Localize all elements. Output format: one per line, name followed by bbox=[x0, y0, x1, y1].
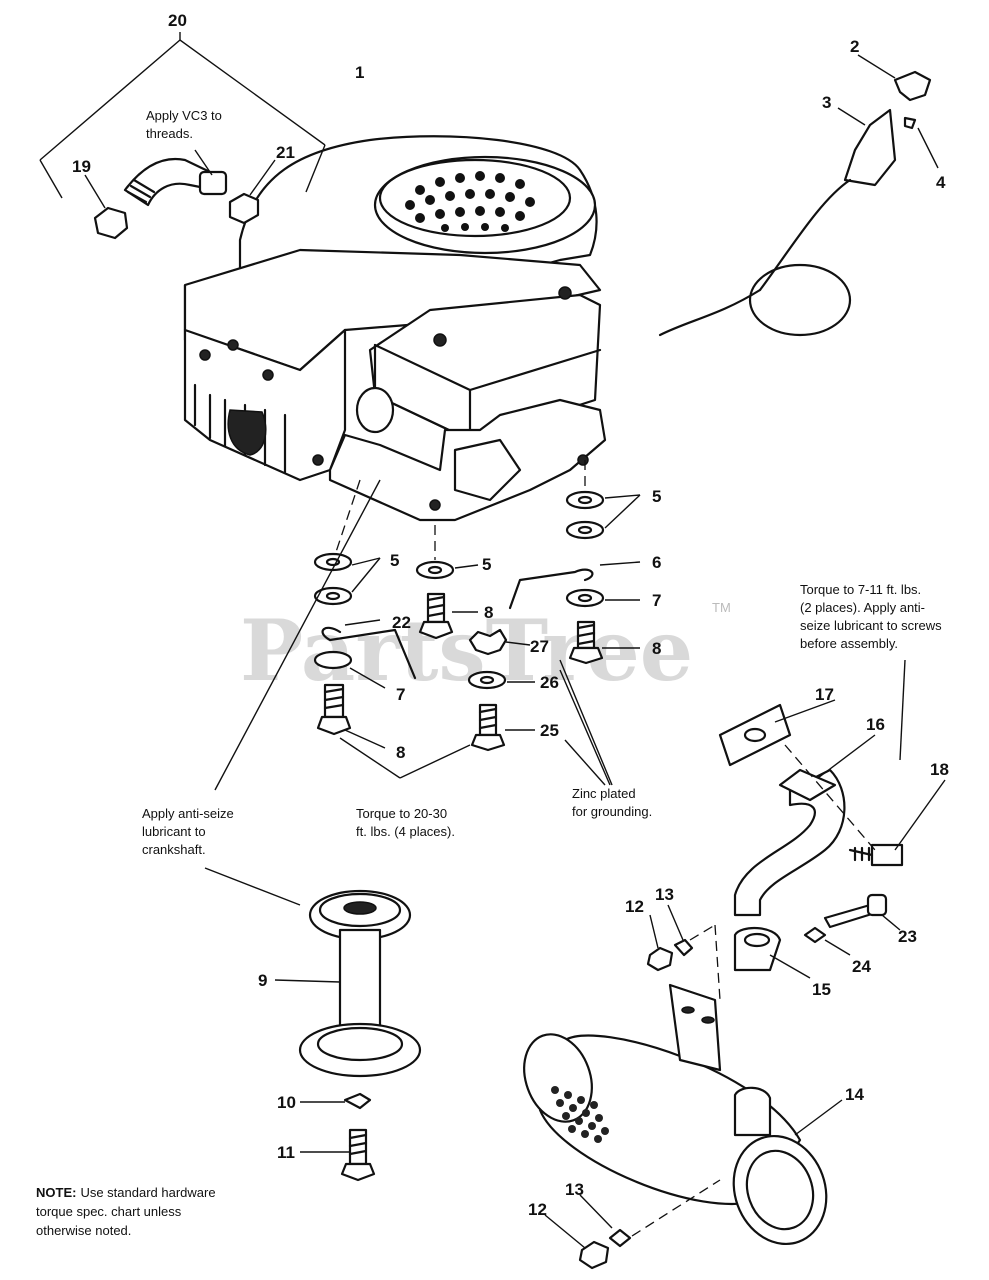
callout-8-center: 8 bbox=[484, 603, 493, 622]
callout-10: 10 bbox=[277, 1093, 296, 1112]
note-zinc-line1: Zinc plated bbox=[572, 786, 636, 801]
callout-22: 22 bbox=[392, 613, 411, 632]
callout-9: 9 bbox=[258, 971, 267, 990]
callout-27: 27 bbox=[530, 637, 549, 656]
note-anti-seize-line1: Apply anti-seize bbox=[142, 806, 234, 821]
callout-labels: 20 1 2 3 4 19 21 5 5 5 6 7 8 22 27 8 7 2… bbox=[72, 11, 949, 1219]
note-torque-20-30-line2: ft. lbs. (4 places). bbox=[356, 824, 455, 839]
callout-16: 16 bbox=[866, 715, 885, 734]
note-torque-7-11-line4: before assembly. bbox=[800, 636, 898, 651]
callout-1: 1 bbox=[355, 63, 364, 82]
callout-19: 19 bbox=[72, 157, 91, 176]
callout-3: 3 bbox=[822, 93, 831, 112]
assembly-notes: Apply VC3 to threads. Torque to 7-11 ft.… bbox=[36, 108, 942, 1238]
watermark-text: PartsTree bbox=[240, 601, 693, 700]
callout-4: 4 bbox=[936, 173, 946, 192]
note-vc3-line2: threads. bbox=[146, 126, 193, 141]
callout-6: 6 bbox=[652, 553, 661, 572]
note-torque-7-11-line2: (2 places). Apply anti- bbox=[800, 600, 925, 615]
callout-25: 25 bbox=[540, 721, 559, 740]
muffler-screen bbox=[551, 1086, 609, 1143]
note-zinc-line2: for grounding. bbox=[572, 804, 652, 819]
note-standard-text-1: Use standard hardware bbox=[80, 1185, 215, 1200]
elbow-fitting-assembly bbox=[39, 32, 326, 240]
note-standard-line2: torque spec. chart unless bbox=[36, 1204, 182, 1219]
note-torque-7-11-line3: seize lubricant to screws bbox=[800, 618, 942, 633]
callout-7-left: 7 bbox=[396, 685, 405, 704]
callout-8-left: 8 bbox=[396, 743, 405, 762]
note-anti-seize-line3: crankshaft. bbox=[142, 842, 206, 857]
note-torque-7-11-line1: Torque to 7-11 ft. lbs. bbox=[800, 582, 921, 597]
callout-20: 20 bbox=[168, 11, 187, 30]
mounting-hardware-right bbox=[508, 460, 641, 665]
note-anti-seize-line2: lubricant to bbox=[142, 824, 206, 839]
callout-2: 2 bbox=[850, 37, 859, 56]
exhaust-assembly bbox=[523, 699, 946, 1270]
callout-5-left: 5 bbox=[390, 551, 399, 570]
callout-24: 24 bbox=[852, 957, 871, 976]
mounting-hardware-center bbox=[415, 525, 535, 752]
callout-14: 14 bbox=[845, 1085, 864, 1104]
callout-11: 11 bbox=[277, 1143, 295, 1162]
note-vc3-line1: Apply VC3 to bbox=[146, 108, 222, 123]
note-standard-lead: NOTE: bbox=[36, 1185, 76, 1200]
crankshaft-pulley-assembly bbox=[274, 889, 422, 1182]
note-torque-20-30-line1: Torque to 20-30 bbox=[356, 806, 447, 821]
flywheel-screen bbox=[405, 171, 535, 232]
note-standard-line3: otherwise noted. bbox=[36, 1223, 131, 1238]
callout-17: 17 bbox=[815, 685, 834, 704]
callout-5-right: 5 bbox=[652, 487, 661, 506]
callout-13-lower: 13 bbox=[565, 1180, 584, 1199]
callout-12-upper: 12 bbox=[625, 897, 644, 916]
callout-7-right: 7 bbox=[652, 591, 661, 610]
callout-18: 18 bbox=[930, 760, 949, 779]
note-standard-line1: NOTE: Use standard hardware bbox=[36, 1185, 216, 1200]
choke-control-assembly bbox=[658, 54, 939, 337]
note-leaders bbox=[204, 479, 906, 906]
callout-5-center: 5 bbox=[482, 555, 491, 574]
callout-21: 21 bbox=[276, 143, 295, 162]
mounting-hardware-left bbox=[313, 479, 417, 749]
callout-13-upper: 13 bbox=[655, 885, 674, 904]
callout-8-right: 8 bbox=[652, 639, 661, 658]
callout-12-lower: 12 bbox=[528, 1200, 547, 1219]
watermark-trademark: TM bbox=[712, 600, 731, 615]
callout-23: 23 bbox=[898, 927, 917, 946]
callout-15: 15 bbox=[812, 980, 831, 999]
engine-illustration bbox=[183, 135, 607, 522]
callout-26: 26 bbox=[540, 673, 559, 692]
